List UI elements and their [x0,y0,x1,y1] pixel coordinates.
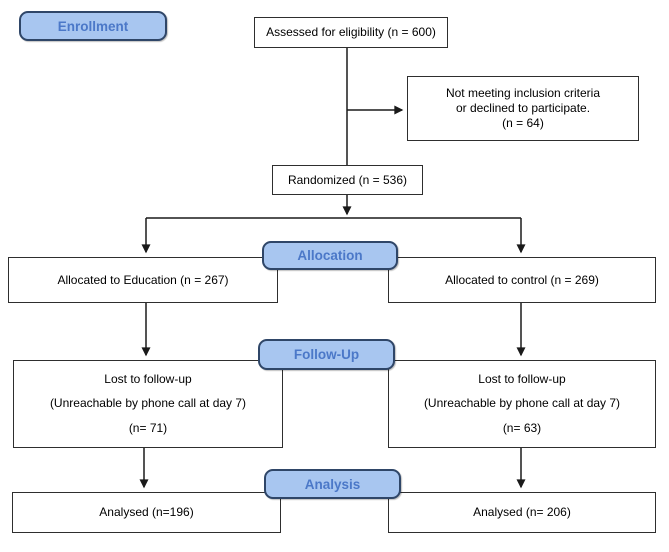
allocated-education-text: Allocated to Education (n = 267) [57,272,229,287]
allocated-control-box: Allocated to control (n = 269) [388,257,656,303]
lost-control-line-3: (n= 63) [502,421,542,436]
allocated-education-box: Allocated to Education (n = 267) [8,257,278,303]
stage-badge-allocation: Allocation [262,241,398,270]
randomized-text: Randomized (n = 536) [287,172,408,187]
stage-label-analysis: Analysis [304,476,361,492]
analysed-education-text: Analysed (n=196) [99,505,194,519]
randomized-box: Randomized (n = 536) [272,165,423,195]
lost-followup-control-box: Lost to follow-up (Unreachable by phone … [388,360,656,448]
lost-education-line-2: (Unreachable by phone call at day 7) [49,396,247,411]
lost-control-line-2: (Unreachable by phone call at day 7) [423,396,621,411]
analysed-control-box: Analysed (n= 206) [388,492,656,533]
excluded-line-1: Not meeting inclusion criteria [445,86,601,100]
lost-followup-education-box: Lost to follow-up (Unreachable by phone … [13,360,283,448]
lost-education-line-3: (n= 71) [128,421,168,436]
excluded-line-2: or declined to participate. [455,101,591,115]
stage-badge-analysis: Analysis [264,469,401,499]
assessed-eligibility-text: Assessed for eligibility (n = 600) [266,25,436,39]
lost-control-line-1: Lost to follow-up [478,371,566,386]
stage-badge-enrollment: Enrollment [19,11,167,41]
stage-label-allocation: Allocation [297,248,363,263]
stage-label-enrollment: Enrollment [57,18,129,34]
stage-label-followup: Follow-Up [293,347,360,362]
excluded-line-3: (n = 64) [502,116,544,130]
analysed-education-box: Analysed (n=196) [12,492,281,533]
lost-education-line-1: Lost to follow-up [104,371,192,386]
analysed-control-text: Analysed (n= 206) [473,505,571,519]
assessed-eligibility-box: Assessed for eligibility (n = 600) [254,17,448,48]
excluded-box: Not meeting inclusion criteria or declin… [407,76,639,141]
allocated-control-text: Allocated to control (n = 269) [445,272,599,287]
stage-badge-followup: Follow-Up [258,339,395,370]
